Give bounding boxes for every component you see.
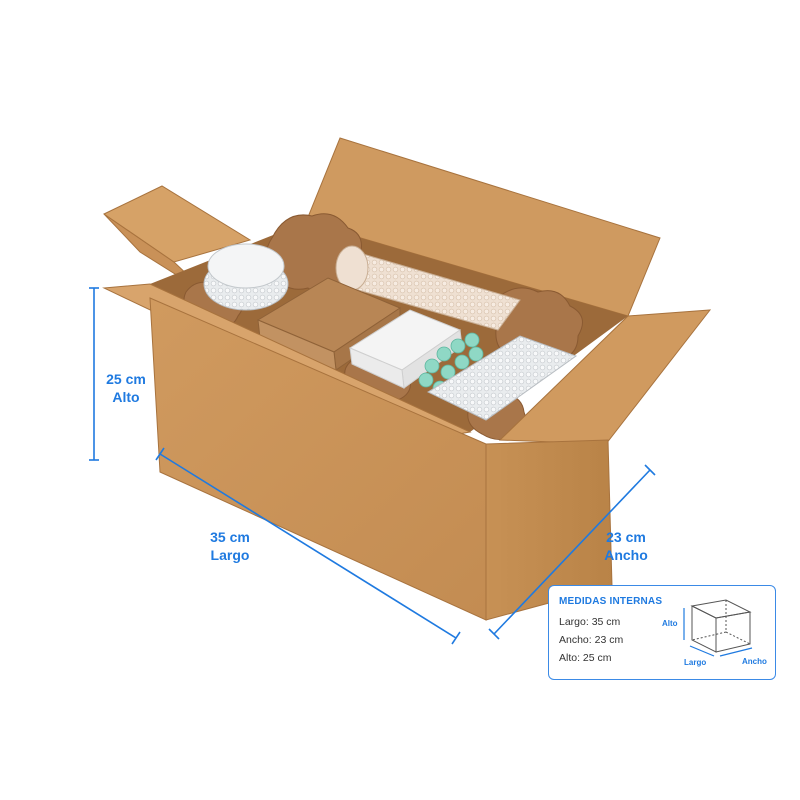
diagram-height-label: Alto bbox=[662, 619, 678, 628]
width-value: 23 cm bbox=[606, 529, 646, 545]
width-dimension-line bbox=[488, 464, 656, 640]
diagram-length-label: Largo bbox=[684, 658, 707, 667]
card-height-line: Alto: 25 cm bbox=[559, 652, 612, 664]
internal-dimensions-card: MEDIDAS INTERNAS Largo: 35 cm Ancho: 23 … bbox=[548, 585, 776, 680]
height-dimension-line bbox=[89, 287, 99, 461]
length-name: Largo bbox=[210, 547, 250, 563]
length-label: 35 cm Largo bbox=[198, 528, 262, 564]
width-name: Ancho bbox=[604, 547, 648, 563]
height-value: 25 cm bbox=[106, 371, 146, 387]
height-label: 25 cm Alto bbox=[96, 370, 156, 406]
card-length-line: Largo: 35 cm bbox=[559, 616, 621, 628]
length-value: 35 cm bbox=[210, 529, 250, 545]
bubble-wrap-bundle bbox=[426, 335, 578, 421]
width-label: 23 cm Ancho bbox=[594, 528, 658, 564]
card-width-line: Ancho: 23 cm bbox=[559, 634, 624, 646]
card-title: MEDIDAS INTERNAS bbox=[559, 596, 663, 607]
bubble-wrap-cylinder bbox=[203, 243, 289, 311]
bubble-wrap-roll bbox=[335, 245, 521, 331]
cube-diagram-icon bbox=[683, 599, 753, 657]
diagram-width-label: Ancho bbox=[742, 657, 767, 666]
height-name: Alto bbox=[112, 389, 140, 405]
length-dimension-line bbox=[155, 447, 461, 645]
